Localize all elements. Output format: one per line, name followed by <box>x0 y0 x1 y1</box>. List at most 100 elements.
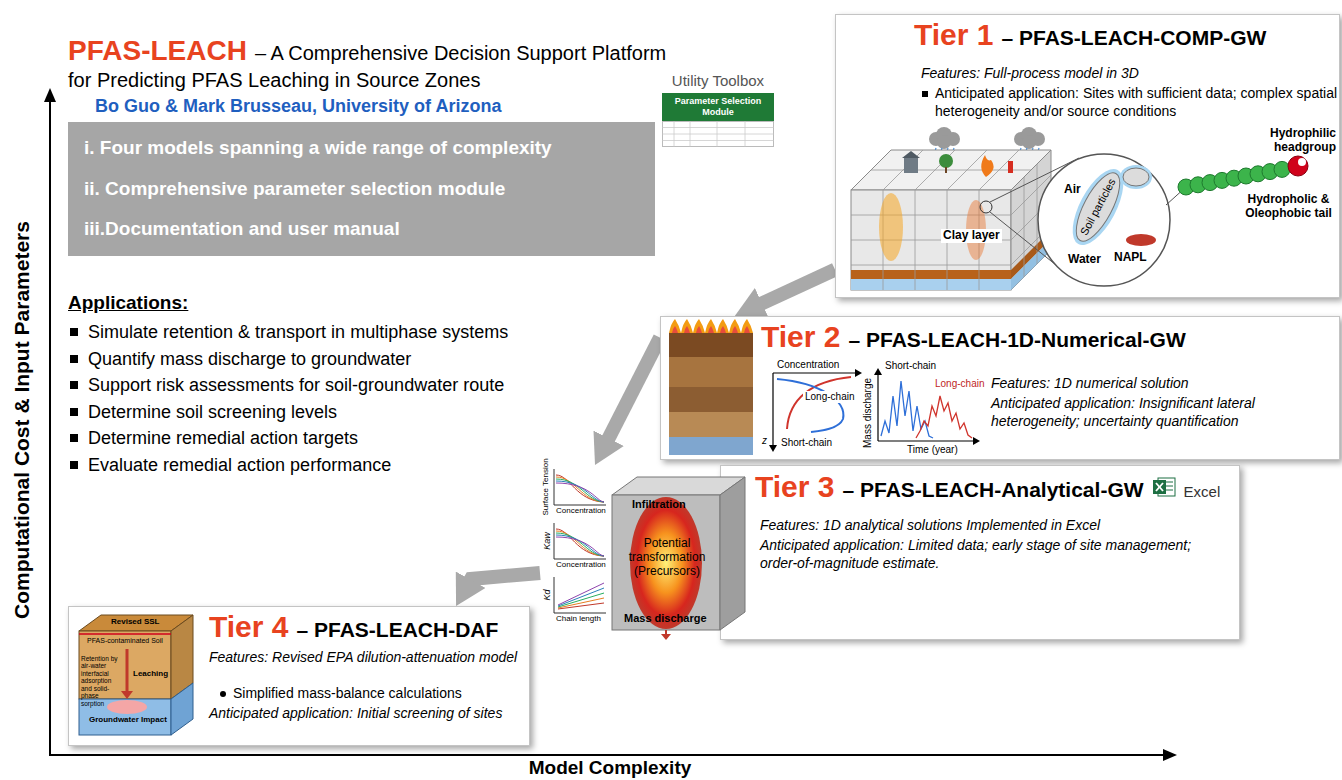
illustration-part <box>663 121 774 146</box>
illustration-part <box>777 379 843 432</box>
illustration-part <box>717 319 729 333</box>
illustration-part <box>916 396 972 438</box>
illustration-part <box>554 523 555 559</box>
illustration-part <box>980 201 992 213</box>
bullet-item: Simulate retention & transport in multip… <box>88 322 508 343</box>
tier-number: Tier 2 <box>761 319 841 355</box>
process-label: Infiltration <box>632 498 686 511</box>
illustration-part <box>1166 482 1173 483</box>
illustration-part <box>1274 161 1290 177</box>
model-name: – PFAS-LEACH-DAF <box>297 617 499 642</box>
illustration-part <box>669 357 753 387</box>
axis-label: Computational Cost & Input Parameters <box>10 221 34 619</box>
tier-number: Tier 1 <box>914 17 994 53</box>
heading-row: Tier 3– PFAS-LEACH-Analytical-GWExcel <box>755 469 1220 505</box>
illustration-part <box>554 577 555 613</box>
phase-label: Air <box>1064 183 1081 197</box>
illustration-part <box>556 479 604 502</box>
model-name: – PFAS-LEACH-COMP-GW <box>1002 25 1267 50</box>
illustration-part <box>612 495 720 630</box>
heading-row: Tier 1 – PFAS-LEACH-COMP-GW <box>914 17 1266 53</box>
illustration-part <box>126 649 129 691</box>
illustration-part <box>1166 490 1173 491</box>
illustration-part <box>663 133 774 134</box>
tier-box: Tier 3– PFAS-LEACH-Analytical-GWExcelFea… <box>540 465 1240 640</box>
illustration-part <box>1120 165 1152 189</box>
x-axis-head <box>1163 749 1177 761</box>
plot-axis-label: Time (year) <box>907 444 958 456</box>
figure-label: PFAS-contaminated Soil <box>87 637 163 645</box>
illustration-part <box>669 333 753 357</box>
illustration-part <box>558 593 604 607</box>
illustration-part <box>877 375 878 441</box>
flow-arrow <box>755 270 835 307</box>
plot-axis-label: Concentration <box>556 560 606 569</box>
feature-text: Features: Revised EPA dilution-attenuati… <box>209 649 519 667</box>
flow-arrow <box>605 338 660 446</box>
illustration-part <box>554 505 606 506</box>
illustration-part <box>981 155 993 177</box>
axis-label: Model Complexity <box>529 757 692 779</box>
curve-label: Short-chain <box>779 437 834 449</box>
tier-box: Tier 4– PFAS-LEACH-DAF Features: Revised … <box>68 606 530 746</box>
illustration-part <box>855 369 862 377</box>
illustration-part <box>851 270 1011 279</box>
illustration-part <box>879 193 903 261</box>
figure-label: Revised SSL <box>111 617 159 626</box>
authors: Bo Guo & Mark Brusseau, University of Ar… <box>95 96 501 117</box>
illustration-part <box>741 319 753 333</box>
illustration-part <box>669 437 753 455</box>
illustration-part <box>556 483 604 502</box>
illustration-part <box>79 633 171 635</box>
heading-row: Tier 4– PFAS-LEACH-DAF <box>209 609 498 645</box>
illustration-part <box>554 613 606 614</box>
illustration-part <box>554 559 606 560</box>
toolbox-card: Utility ToolboxParameter Selection Modul… <box>662 72 774 147</box>
model-name: – PFAS-LEACH-Analytical-GW <box>843 477 1144 502</box>
illustration-part <box>1156 483 1163 491</box>
illustration-part <box>1166 486 1173 487</box>
illustration-part <box>669 319 681 333</box>
illustration-part <box>661 634 671 640</box>
process-label: Mass discharge <box>624 612 707 625</box>
illustration-part <box>554 469 555 505</box>
illustration-part <box>732 326 738 333</box>
flow-arrow <box>467 573 540 587</box>
illustration-part <box>696 326 702 333</box>
illustration-part <box>1288 156 1308 176</box>
bullet-item: Determine soil screening levels <box>88 402 337 423</box>
molecule-label: Hydropholic & Oleophobic tail <box>1241 193 1336 221</box>
illustration-part <box>720 326 726 333</box>
illustration-part <box>171 683 193 735</box>
bullet-item: Support risk assessments for soil-ground… <box>88 375 504 396</box>
illustration-part <box>663 127 774 128</box>
bullet-item: Evaluate remedial action performance <box>88 455 391 476</box>
table-header: Parameter Selection Module <box>662 93 774 121</box>
illustration-part <box>669 412 753 437</box>
illustration-part <box>121 691 133 699</box>
phase-label: Water <box>1068 253 1101 267</box>
illustration-part <box>902 151 920 158</box>
illustration-part <box>556 475 604 502</box>
illustration-part <box>107 700 147 714</box>
illustration-part <box>945 167 947 173</box>
feature-item: i. Four models spanning a wide range of … <box>84 136 639 161</box>
feature-item: iii.Documentation and user manual <box>84 217 639 242</box>
illustration-part <box>1022 135 1036 149</box>
excel-label: Excel <box>1184 483 1221 500</box>
curve-label: Long-chain <box>933 378 986 390</box>
illustration-part <box>744 326 750 333</box>
layer-label: Clay layer <box>941 229 1002 243</box>
illustration-part <box>881 381 933 438</box>
phase-label: NAPL <box>1114 251 1147 265</box>
plot-axis-label: Surface Tension <box>541 458 550 515</box>
illustration-part <box>717 121 718 146</box>
process-label: Potential transformation (Precursors) <box>620 537 714 578</box>
figure-label: Groundwater Impact <box>89 715 167 724</box>
illustration-part <box>558 588 604 606</box>
illustration-part <box>1153 480 1166 494</box>
y-axis-head <box>44 88 56 102</box>
curve-label: Short-chain <box>885 360 936 372</box>
header: PFAS-LEACH– A Comprehensive Decision Sup… <box>68 34 688 92</box>
molecule-label: Hydrophilic headgroup <box>1251 127 1336 155</box>
